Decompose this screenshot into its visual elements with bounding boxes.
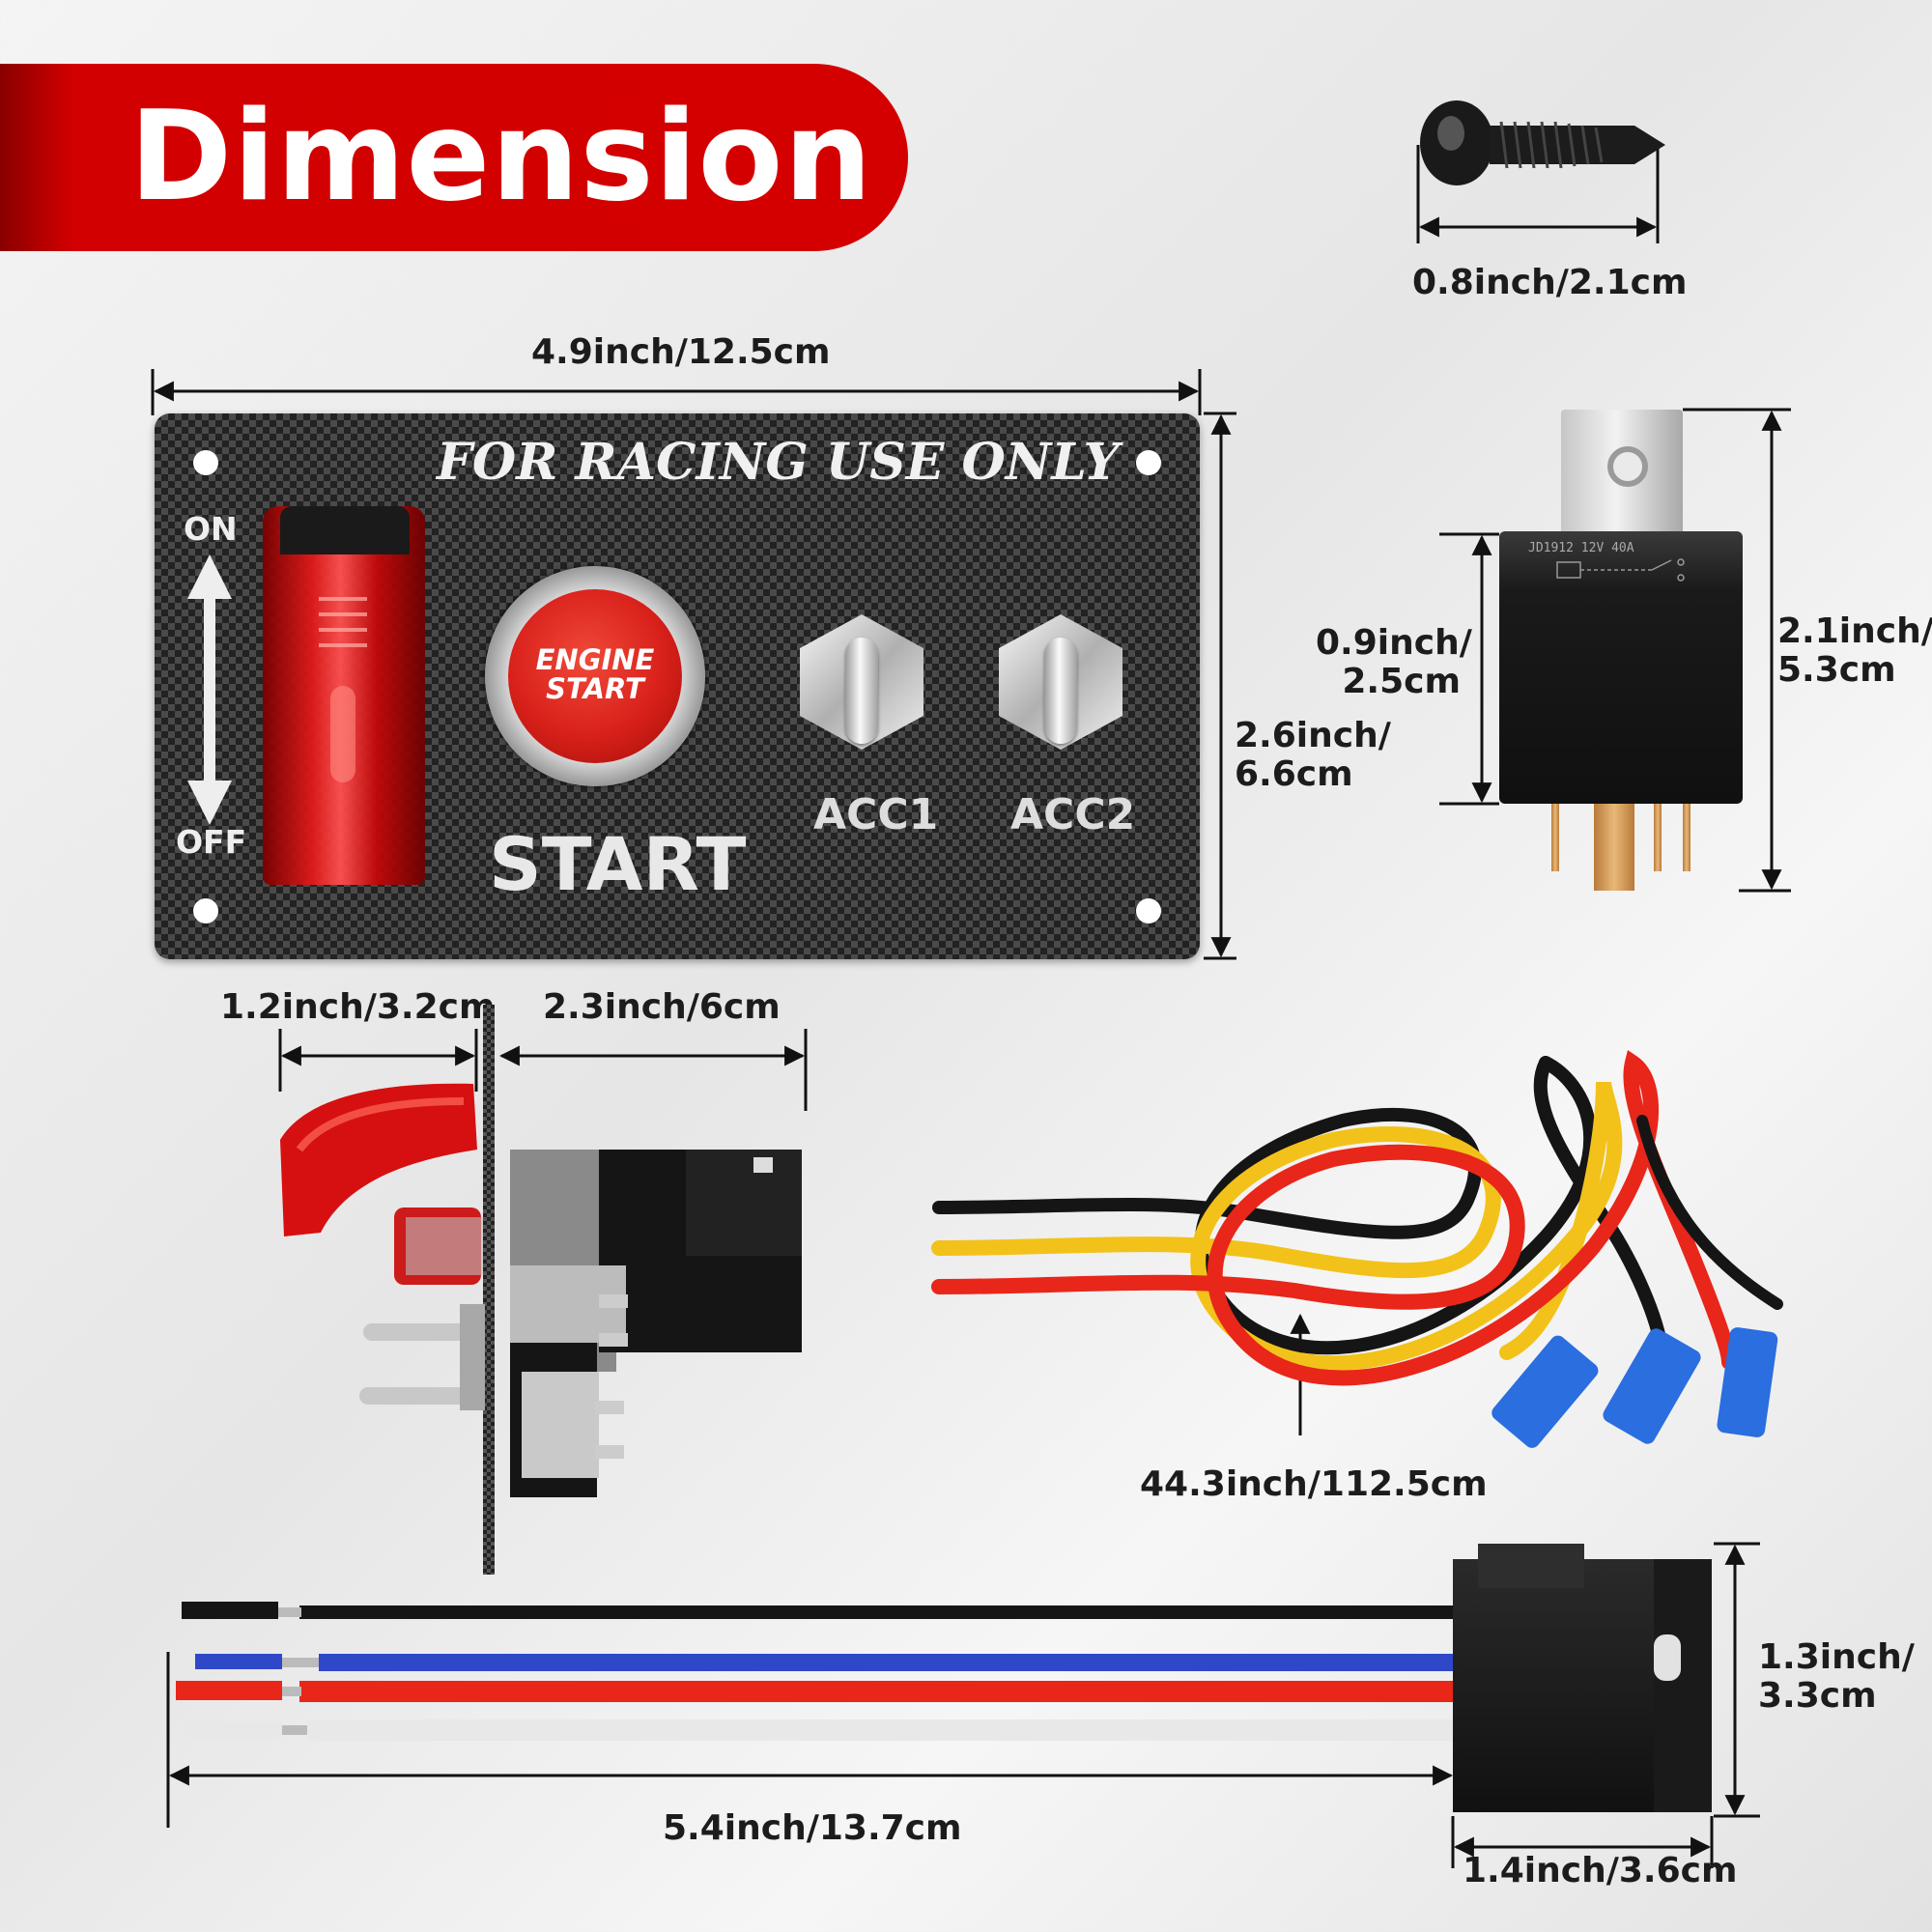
on-label: ON [184,510,238,548]
relay-total-height-line1: 2.1inch/ [1777,611,1932,651]
panel-height-line1: 2.6inch/ [1235,716,1391,755]
relay-pin [1654,804,1662,871]
engine-start-button-text: ENGINE START [508,645,682,703]
socket-height-line2: 3.3cm [1758,1676,1877,1716]
panel-height-label: 2.6inch/ 6.6cm [1235,717,1391,794]
panel-width-label: 4.9inch/12.5cm [531,332,831,372]
on-off-arrow-icon [187,554,232,825]
engine-start-button[interactable] [508,589,682,763]
switch-depth-label: 2.3inch/6cm [543,987,781,1027]
switch-side-view-image [280,1005,802,1575]
relay-schematic-icon [1556,558,1685,582]
socket-wire-length-label: 5.4inch/13.7cm [663,1808,962,1848]
socket-top-tab [1478,1544,1584,1588]
relay-socket-clip [1654,1559,1712,1812]
engine-text-line1: ENGINE [535,643,655,676]
acc2-label: ACC2 [1010,790,1136,839]
relay-total-height-line2: 5.3cm [1777,650,1896,690]
panel-header-text: FOR RACING USE ONLY [437,433,1120,492]
acc1-toggle[interactable] [845,638,878,744]
socket-clip-slot [1654,1634,1681,1681]
acc1-label: ACC1 [813,790,939,839]
off-label: OFF [176,823,247,861]
page-title: Dimension [129,85,873,229]
socket-wires-image [176,1602,1459,1741]
mount-hole [193,898,218,923]
wire-harness-image [931,1050,1783,1448]
relay-total-height-label: 2.1inch/ 5.3cm [1777,612,1932,690]
harness-length-label: 44.3inch/112.5cm [1140,1464,1488,1504]
relay-body-height-line2: 2.5cm [1342,662,1461,701]
relay-pin [1551,804,1559,871]
start-label: START [489,821,747,907]
bracket-hole [1607,446,1648,487]
mount-hole [1136,898,1161,923]
mount-hole [193,450,218,475]
relay-body-height-label: 0.9inch/ 2.5cm [1316,623,1472,701]
cover-depth-label: 1.2inch/3.2cm [220,987,496,1027]
acc2-toggle[interactable] [1044,638,1077,744]
cover-hinge [280,506,410,554]
mount-hole [1136,450,1161,475]
relay-pin [1594,804,1634,891]
screw-width-label: 0.8inch/2.1cm [1412,263,1688,302]
relay-body-height-line1: 0.9inch/ [1316,623,1472,663]
title-banner [0,64,908,251]
socket-width-label: 1.4inch/3.6cm [1463,1851,1738,1890]
socket-height-line1: 1.3inch/ [1758,1637,1915,1677]
relay-body [1499,531,1743,804]
relay-pin [1683,804,1690,871]
socket-height-label: 1.3inch/ 3.3cm [1758,1638,1915,1716]
relay-model-text: JD1912 12V 40A [1528,541,1634,555]
panel-height-line2: 6.6cm [1235,754,1353,794]
screw-image [1420,100,1665,185]
engine-text-line2: START [546,672,644,705]
cover-spring-icon [319,597,367,782]
